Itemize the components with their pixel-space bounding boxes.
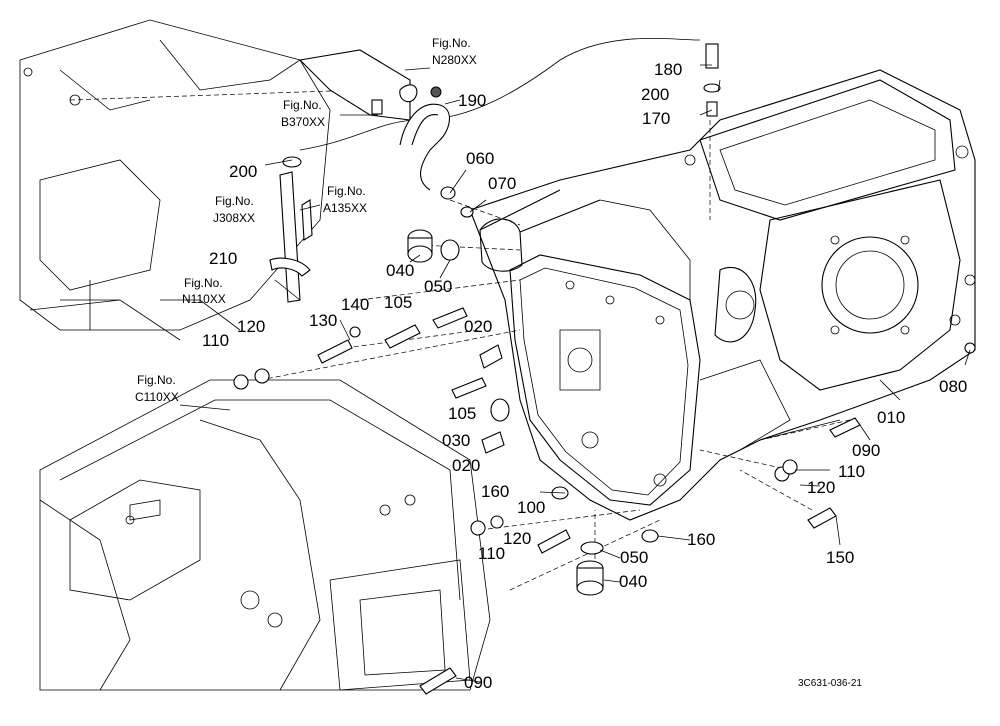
part-label-120-left: 120 [237,317,265,336]
part-label-050-upper: 050 [424,277,452,296]
part-label-180: 180 [654,60,682,79]
studs-105 [384,307,487,399]
part-label-080: 080 [939,377,967,396]
part-label-130: 130 [309,311,337,330]
part-label-040-upper: 040 [386,261,414,280]
pin-020-upper [479,344,503,369]
part-label-160-left: 160 [481,482,509,501]
fig-ref-n280-head: Fig.No. [432,36,471,50]
part-label-110-left: 110 [202,331,229,350]
bolt-130 [317,339,353,364]
part-label-010: 010 [877,408,905,427]
cap-160-right [641,529,659,543]
part-label-200-left: 200 [229,162,257,181]
washer-070 [460,206,474,218]
drawing-number: 3C631-036-21 [798,678,862,689]
part-label-105-lower: 105 [448,404,476,423]
fig-ref-j308-code: J308XX [213,211,255,225]
part-label-105-upper: 105 [384,293,412,312]
fig-ref-n110-head: Fig.No. [184,276,223,290]
part-label-100: 100 [517,498,545,517]
label-leaders [160,64,971,683]
stud-100 [537,529,571,554]
part-label-110-mid: 110 [478,544,505,563]
mid-frame-outline [39,379,491,691]
part-label-030: 030 [442,431,470,450]
fig-ref-a135-head: Fig.No. [327,184,366,198]
part-label-150: 150 [826,548,854,567]
part-label-200-top: 200 [641,85,669,104]
part-label-090-right: 090 [852,441,880,460]
transmission-case [469,69,976,521]
bracket-hardware [298,49,442,121]
fig-ref-b370-head: Fig.No. [283,98,322,112]
part-label-020-upper: 020 [464,317,492,336]
part-label-050-lower: 050 [620,548,648,567]
breather-stack [703,43,721,117]
fig-ref-n110-code: N110XX [182,292,226,306]
part-labels: 180 200 170 190 200 060 070 210 040 050 … [202,60,967,692]
fig-ref-j308-head: Fig.No. [215,194,254,208]
part-label-140: 140 [341,295,369,314]
part-label-090-bottom: 090 [464,673,492,692]
plug-040-lower [576,560,604,596]
part-label-170: 170 [642,109,670,128]
bolt-150 [807,507,837,529]
fig-ref-c110-code: C110XX [135,390,179,404]
part-label-020-lower: 020 [452,456,480,475]
seal-050-upper [440,239,460,261]
nuts-110-120 [233,368,798,536]
fig-ref-n280-code: N280XX [432,53,477,67]
fig-ref-a135-code: A135XX [323,201,367,215]
fig-ref-c110-head: Fig.No. [137,373,176,387]
part-label-160-right: 160 [687,530,715,549]
seal-050-lower [580,541,604,555]
part-label-070: 070 [488,174,516,193]
part-label-210: 210 [209,249,237,268]
part-label-110-right: 110 [838,462,865,481]
bolt-090-right [829,417,861,438]
ring-030 [490,398,510,422]
pin-020-lower [481,431,505,454]
breather-hose [399,103,450,191]
nut-060 [440,186,456,200]
part-label-120-mid: 120 [503,529,531,548]
washer-140 [349,326,361,338]
part-label-040-lower: 040 [619,572,647,591]
part-label-120-right: 120 [807,478,835,497]
plug-040-upper [407,229,433,263]
pipe-assembly [269,156,313,303]
figure-references: Fig.No. N280XX Fig.No. B370XX Fig.No. A1… [135,36,477,404]
plug-080 [964,342,976,354]
part-label-190: 190 [458,91,486,110]
part-label-060: 060 [466,149,494,168]
fig-ref-b370-code: B370XX [281,115,325,129]
bolt-090-bottom [419,667,457,695]
